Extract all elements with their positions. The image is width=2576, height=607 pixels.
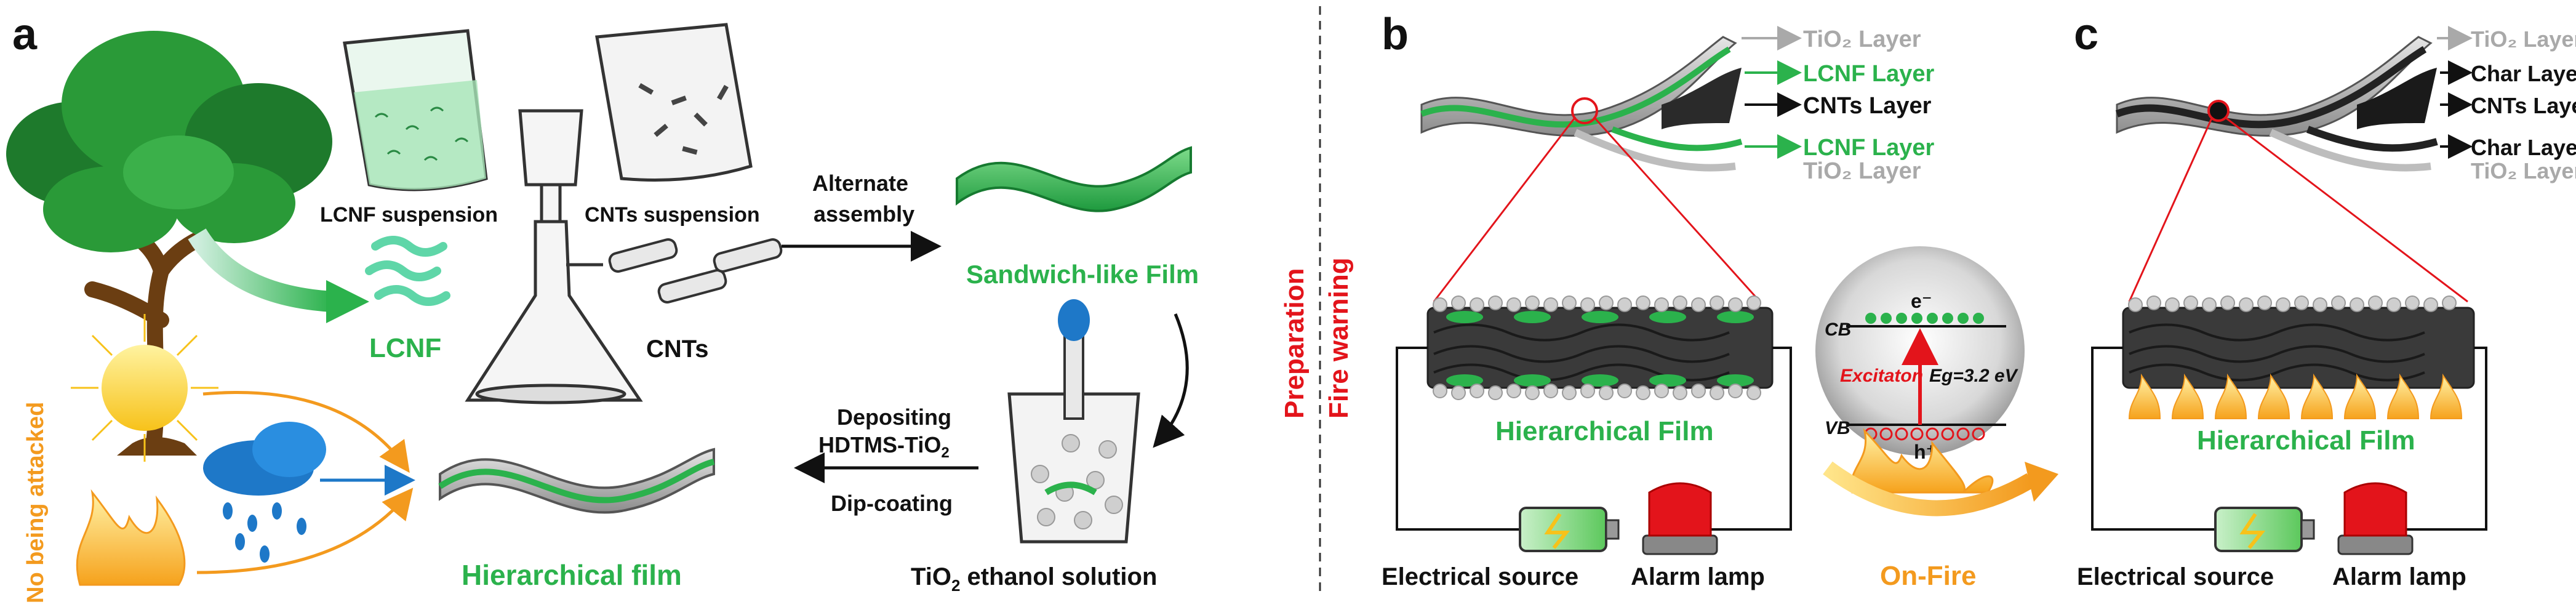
- fire-to-film-arrow: [196, 488, 414, 574]
- tree-illustration: [6, 31, 332, 456]
- label-on-fire: On-Fire: [1880, 561, 1976, 591]
- label-preparation: Preparation: [1279, 268, 1310, 419]
- panel-label-a: a: [12, 10, 38, 59]
- label-tio2-layer-bottom-b: TiO₂ Layer: [1803, 158, 1921, 184]
- label-assembly: assembly: [814, 201, 914, 227]
- battery-icon-c: [2214, 507, 2315, 552]
- panel-label-b: b: [1382, 10, 1409, 59]
- flames-under-film-c: [2128, 373, 2463, 419]
- cnts-beaker: [595, 23, 753, 182]
- circuit-wire-c: [2091, 347, 2487, 531]
- rain-cloud-icon: [203, 422, 326, 563]
- label-lcnf: LCNF: [369, 333, 441, 363]
- label-vb: VB: [1825, 418, 1850, 438]
- lcnf-beaker: [343, 29, 488, 191]
- on-fire-arrow: [1823, 461, 2035, 517]
- label-hierarchical-film-c: Hierarchical Film: [2197, 425, 2415, 456]
- label-tio2-layer-top-c: TiO₂ Layer: [2471, 26, 2576, 52]
- fire-icon-a: [76, 489, 186, 586]
- label-excitation: Excitaton: [1840, 366, 1923, 386]
- label-cnts-layer-b: CNTs Layer: [1803, 93, 1932, 119]
- film-to-solution-arrow: [1153, 313, 1189, 448]
- label-lcnf-layer-bottom-b: LCNF Layer: [1803, 135, 1934, 161]
- label-alternate: Alternate: [812, 171, 908, 196]
- battery-icon-b: [1519, 507, 1620, 552]
- label-tio2-solution: TiO2 ethanol solution: [911, 563, 1157, 595]
- label-char-layer-bottom-c: Char Layer: [2471, 135, 2576, 160]
- label-no-being-attacked: No being attacked: [23, 402, 49, 603]
- zoom-line-left-b: [1433, 116, 1577, 302]
- label-eg: Eg=3.2 eV: [1929, 366, 2019, 386]
- label-dip-coating: Dip-coating: [831, 491, 953, 516]
- sun-to-film-arrow: [202, 391, 410, 473]
- panel-label-c: c: [2074, 10, 2098, 59]
- tree-arrow-head: [326, 280, 369, 323]
- label-cnts-suspension: CNTs suspension: [585, 203, 760, 227]
- fire-icon-excitation: [1850, 428, 1994, 494]
- layered-film-b: [1420, 36, 1743, 172]
- label-sandwich-film: Sandwich-like Film: [966, 260, 1199, 289]
- label-electron: e⁻: [1911, 290, 1932, 312]
- label-depositing: Depositing: [837, 404, 951, 430]
- cross-section-b: [1426, 295, 1774, 400]
- label-hierarchical-film-b: Hierarchical Film: [1495, 416, 1714, 446]
- zoom-line-right-c: [2224, 116, 2468, 303]
- hierarchical-film-a: [438, 448, 715, 514]
- sandwich-film-illustration: [956, 146, 1192, 212]
- label-electrical-source-b: Electrical source: [1382, 563, 1578, 590]
- label-cnts: CNTs: [646, 336, 708, 363]
- filtration-flask: [465, 109, 643, 404]
- cnt-tubes-icon: [608, 238, 783, 304]
- label-electrical-source-c: Electrical source: [2077, 563, 2274, 590]
- on-fire-arrow-head: [2025, 462, 2058, 502]
- label-cnts-layer-c: CNTs Layer: [2471, 93, 2576, 118]
- tio2-beaker: [1007, 299, 1140, 544]
- alarm-lamp-icon-c: [2337, 482, 2414, 555]
- label-lcnf-suspension: LCNF suspension: [320, 203, 498, 227]
- excitation-sphere: [1815, 246, 2025, 456]
- label-char-layer-top-c: Char Layer: [2471, 61, 2576, 86]
- alarm-lamp-icon-b: [1642, 482, 1718, 555]
- label-hdtms-tio2: HDTMS-TiO2: [818, 432, 950, 461]
- label-alarm-lamp-b: Alarm lamp: [1631, 563, 1765, 590]
- circuit-wire-b: [1396, 347, 1792, 531]
- label-lcnf-layer-top-b: LCNF Layer: [1803, 61, 1934, 87]
- label-tio2-layer-bottom-c: TiO₂ Layer: [2471, 158, 2576, 183]
- layered-film-c: [2115, 36, 2438, 172]
- label-fire-warning: Fire warning: [1324, 257, 1354, 419]
- tree-to-lcnf-arrow: [188, 228, 334, 312]
- label-tio2-layer-top-b: TiO₂ Layer: [1803, 26, 1921, 52]
- lcnf-fibers-icon: [365, 236, 450, 306]
- label-alarm-lamp-c: Alarm lamp: [2332, 563, 2466, 590]
- label-cb: CB: [1825, 320, 1851, 340]
- cross-section-c: [2122, 295, 2475, 419]
- zoom-line-left-c: [2128, 116, 2214, 302]
- sun-icon: [71, 314, 218, 462]
- label-hierarchical-film-a: Hierarchical film: [462, 559, 682, 591]
- zoom-line-right-b: [1593, 116, 1761, 303]
